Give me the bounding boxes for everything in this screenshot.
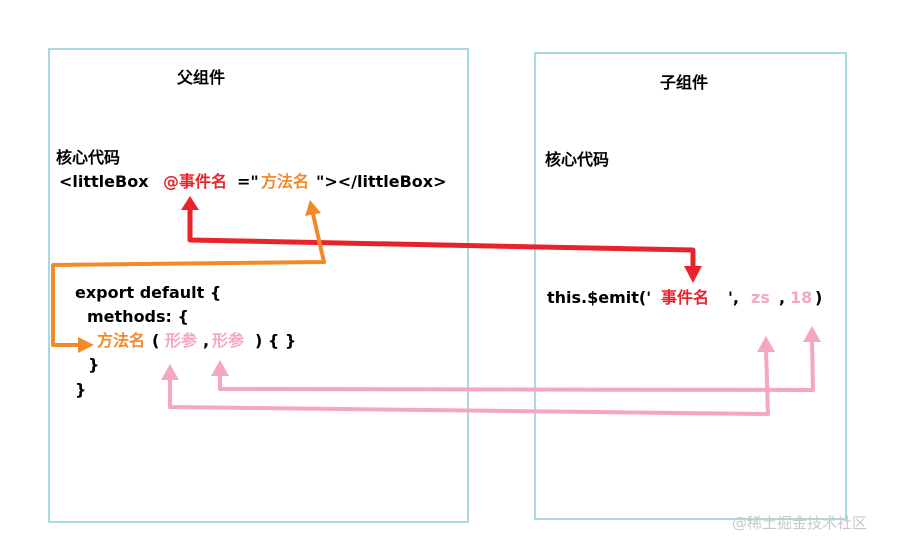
parent-core-label: 核心代码 [56,148,121,167]
tag-close: "></littleBox> [316,172,447,191]
child-core-label: 核心代码 [545,150,610,169]
pink-arg-arrow-2 [211,326,821,392]
pink-arrowhead-param-1 [161,364,179,380]
eq-quote: =" [237,172,259,191]
tag-open: <littleBox [59,172,149,191]
pink-arg-arrow-1 [161,336,775,416]
code-close-2: } [75,380,87,399]
code-method-name: 方法名 [97,331,146,350]
code-tail: ) { } [255,331,297,350]
code-export: export default { [75,283,222,302]
red-arrowhead-bottom [684,266,702,283]
at-event-name: @事件名 [163,172,228,191]
emit-arg-2: 18 [790,288,813,307]
code-param-2: 形参 [212,331,245,350]
child-component-box [534,52,847,520]
pink-arrowhead-arg-2 [803,326,821,342]
handler-method-name: 方法名 [261,172,310,191]
emit-suffix: ) [815,288,823,307]
code-close-1: } [88,355,100,374]
pink-arrowhead-param-2 [211,360,229,376]
red-event-arrow [181,196,702,283]
orange-arrowhead-right [78,337,94,353]
code-comma: , [203,331,210,350]
code-param-1: 形参 [165,331,198,350]
orange-method-arrow [51,200,326,353]
parent-title: 父组件 [177,68,226,87]
red-arrowhead-top [181,196,199,210]
code-methods: methods: { [87,307,189,326]
emit-arg-1: zs [751,288,770,307]
orange-arrowhead-top [305,200,321,216]
child-title: 子组件 [660,73,709,92]
emit-sep-2: , [779,288,786,307]
emit-event-name: 事件名 [661,288,710,307]
emit-prefix: this.$emit(' [547,288,652,307]
code-paren-open: ( [152,331,160,350]
parent-component-box [48,48,469,523]
pink-arrowhead-arg-1 [757,336,775,352]
emit-sep-1: ', [728,288,739,307]
watermark: @稀土掘金技术社区 [732,514,868,532]
